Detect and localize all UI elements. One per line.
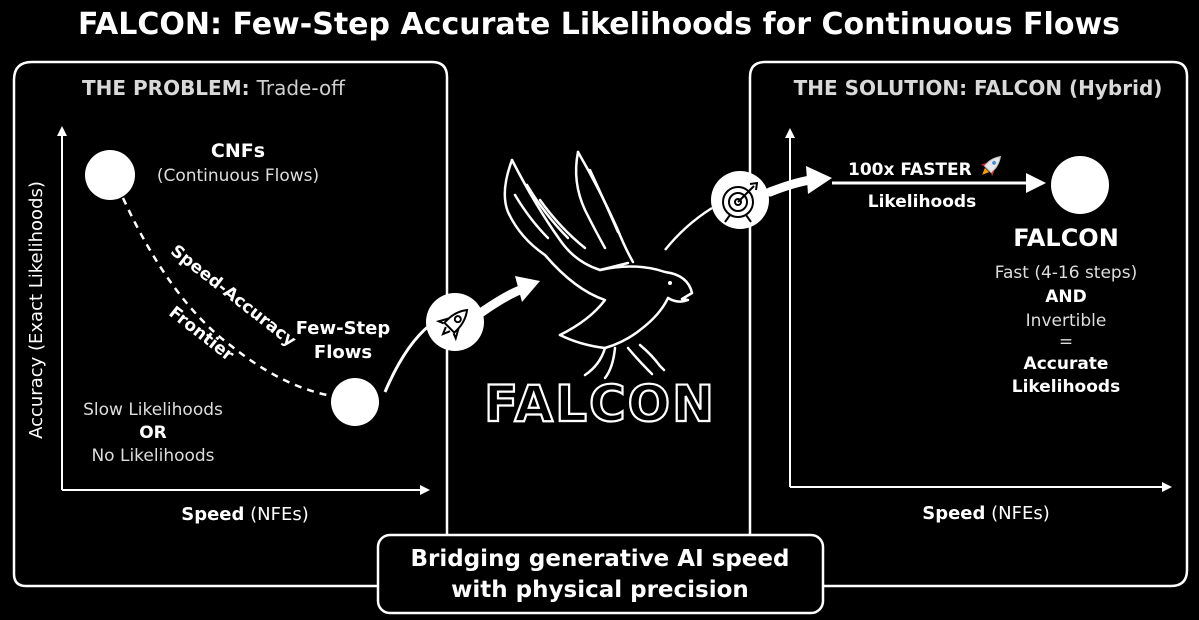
target-to-solution-arrow — [765, 166, 832, 197]
problem-y-axis-label: Accuracy (Exact Likelihoods) — [26, 181, 47, 439]
accurate-line1: Accurate — [1024, 354, 1109, 374]
falcon-wordmark: FALCON — [484, 375, 716, 433]
target-icon — [722, 181, 759, 223]
problem-x-axis-label: Speed (NFEs) — [181, 504, 309, 525]
and-text: AND — [1045, 287, 1087, 307]
solution-panel-frame — [765, 60, 1189, 588]
slow-likelihoods-line1: Slow Likelihoods — [83, 400, 223, 420]
likelihoods-label: Likelihoods — [868, 192, 976, 212]
problem-panel-frame — [32, 60, 449, 545]
rocket-to-falcon-arrow — [477, 276, 540, 317]
target-badge — [711, 171, 769, 229]
fewstep-to-rocket-arrow — [383, 323, 431, 393]
bridge-line1: Bridging generative AI speed — [411, 546, 790, 572]
slow-likelihoods-or: OR — [139, 423, 167, 443]
faster-label: 100x FASTER — [848, 160, 972, 180]
solution-heading: THE SOLUTION: FALCON (Hybrid) — [794, 76, 1163, 100]
solution-x-axis-label: Speed (NFEs) — [922, 503, 1050, 524]
bridge-box — [376, 533, 825, 615]
speed-accuracy-frontier-curve — [121, 197, 328, 397]
cnf-subtitle: (Continuous Flows) — [157, 166, 319, 186]
few-step-line1: Few-Step — [296, 318, 391, 339]
problem-heading: THE PROBLEM: Trade-off — [82, 76, 346, 100]
slow-likelihoods-line3: No Likelihoods — [91, 446, 214, 466]
problem-panel-left-frame — [12, 60, 378, 588]
falcon-to-target-line — [664, 206, 713, 251]
few-step-line2: Flows — [314, 342, 372, 363]
rocket-emoji-icon — [980, 155, 1002, 177]
cnf-node — [85, 150, 135, 200]
equals-text: = — [1059, 332, 1073, 352]
accurate-line2: Likelihoods — [1012, 377, 1120, 397]
solution-axes — [785, 128, 1172, 492]
faster-arrow-head — [1026, 173, 1046, 193]
bridge-line2: with physical precision — [451, 577, 749, 603]
invertible-text: Invertible — [1026, 311, 1107, 331]
falcon-solution-node — [1051, 156, 1109, 214]
cnf-title: CNFs — [211, 140, 265, 162]
main-title: FALCON: Few-Step Accurate Likelihoods fo… — [78, 7, 1120, 42]
rocket-icon — [435, 308, 469, 342]
panel-frames — [12, 60, 1189, 588]
rocket-badge — [426, 293, 484, 351]
solution-panel-left-frame — [748, 60, 766, 545]
falcon-bird-icon — [503, 150, 694, 380]
problem-axes — [57, 126, 430, 495]
fast-text: Fast (4-16 steps) — [995, 263, 1137, 283]
falcon-solution-title: FALCON — [1013, 224, 1119, 252]
frontier-label-line2: Frontier — [165, 303, 238, 366]
few-step-node — [331, 378, 379, 426]
